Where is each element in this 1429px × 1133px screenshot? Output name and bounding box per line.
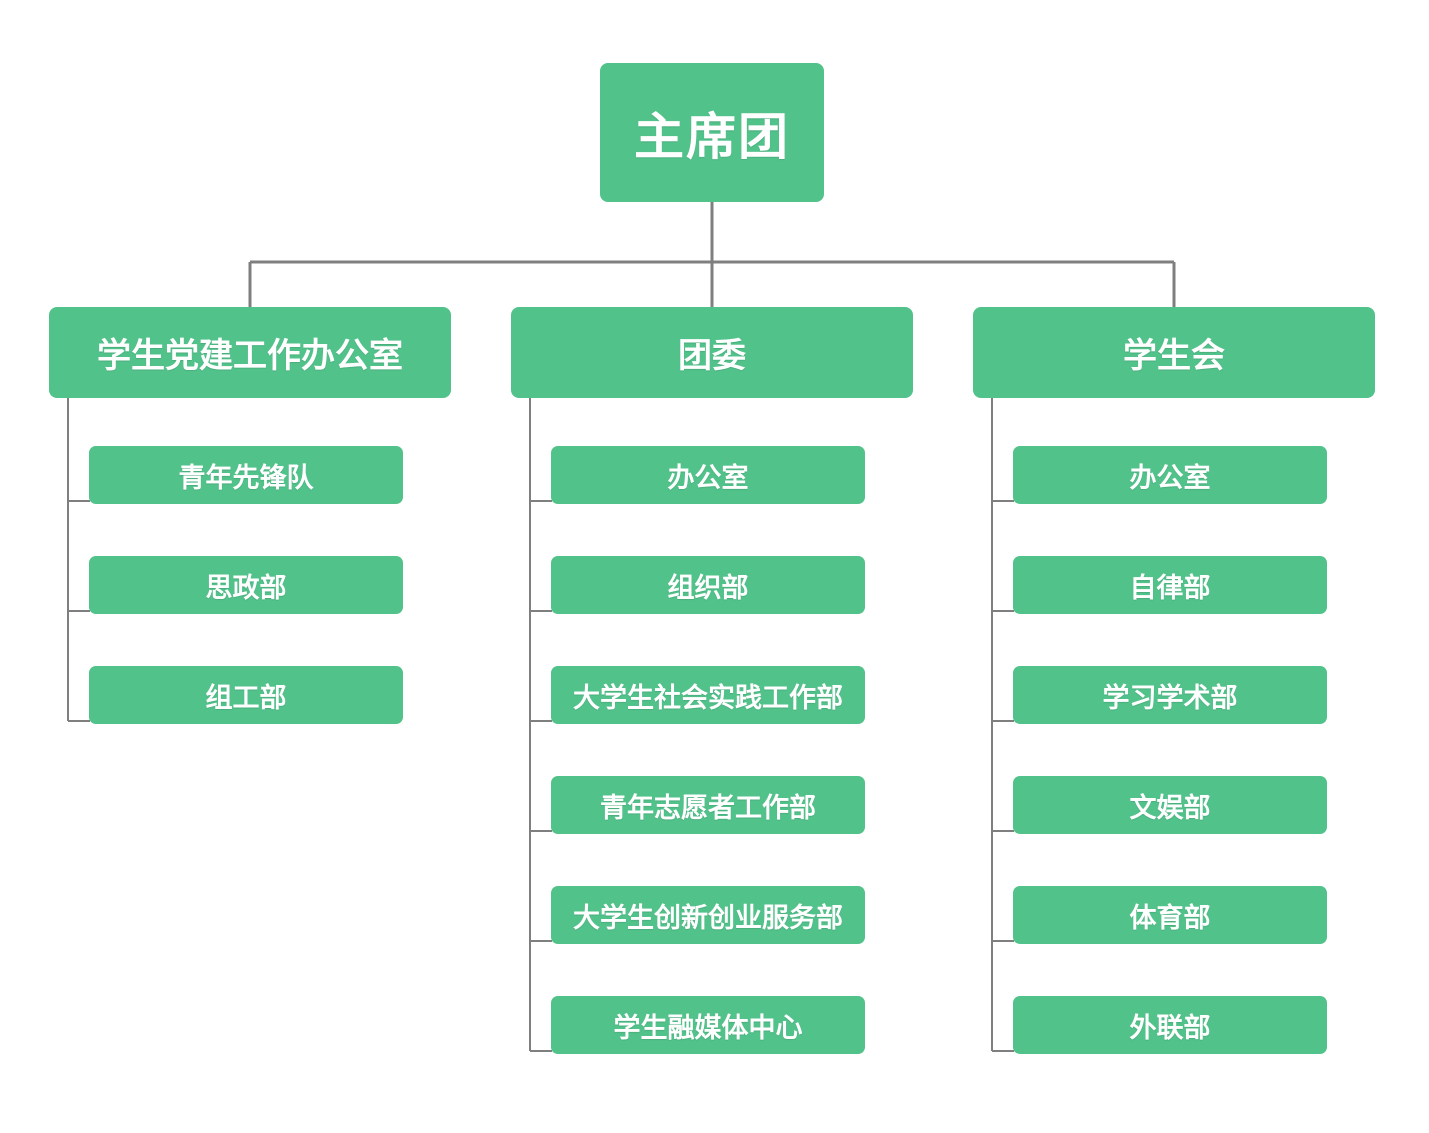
department-node: 办公室 [551, 446, 865, 504]
department-node: 学生融媒体中心 [551, 996, 865, 1054]
column-head-student-union: 学生会 [973, 307, 1375, 398]
department-node: 文娱部 [1013, 776, 1327, 834]
department-node: 外联部 [1013, 996, 1327, 1054]
department-node: 大学生社会实践工作部 [551, 666, 865, 724]
column-head-party-office: 学生党建工作办公室 [49, 307, 451, 398]
department-node: 青年志愿者工作部 [551, 776, 865, 834]
column-head-youth-league: 团委 [511, 307, 913, 398]
department-node: 大学生创新创业服务部 [551, 886, 865, 944]
department-node: 体育部 [1013, 886, 1327, 944]
department-node: 组工部 [89, 666, 403, 724]
department-node: 办公室 [1013, 446, 1327, 504]
department-node: 组织部 [551, 556, 865, 614]
department-node: 自律部 [1013, 556, 1327, 614]
department-node: 青年先锋队 [89, 446, 403, 504]
department-node: 思政部 [89, 556, 403, 614]
root-node-presidium: 主席团 [600, 63, 824, 202]
department-node: 学习学术部 [1013, 666, 1327, 724]
